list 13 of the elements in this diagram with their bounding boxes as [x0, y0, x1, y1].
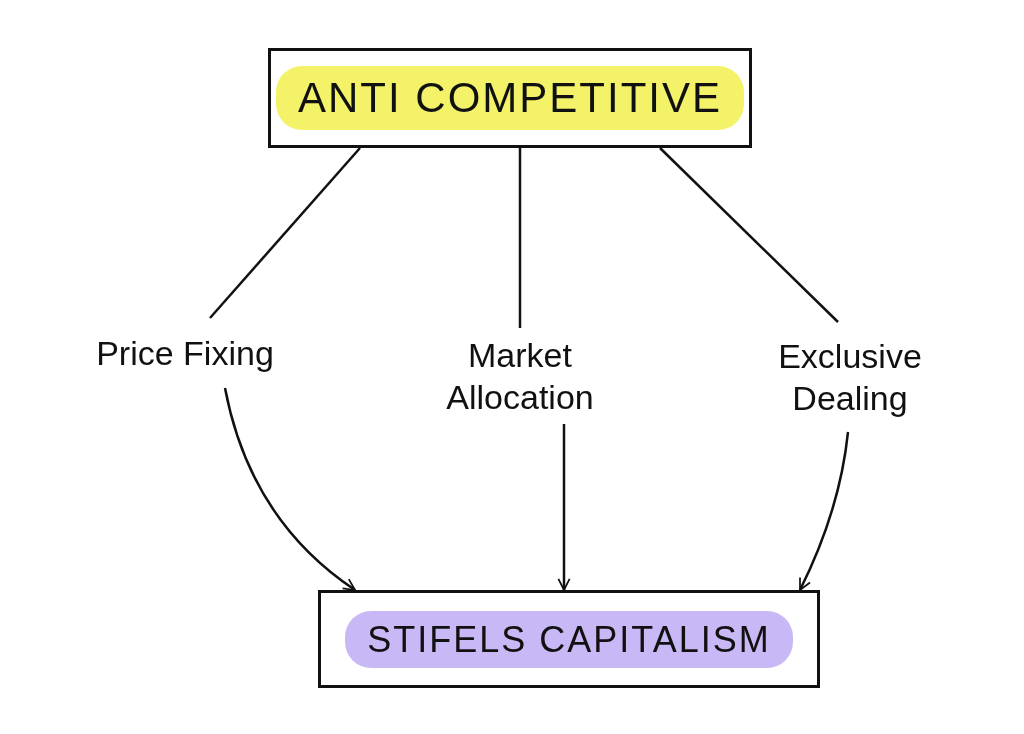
result-box [318, 590, 820, 688]
category-label: Exclusive Dealing [777, 335, 923, 419]
box-title: ANTI COMPETITIVE [276, 65, 744, 131]
box-title: STIFELS CAPITALISM [345, 610, 793, 668]
connector-line [518, 148, 522, 328]
title-box [268, 48, 752, 148]
connector-line [659, 147, 839, 323]
arrow [798, 431, 850, 591]
arrow [557, 424, 571, 591]
category-label: Market Allocation [445, 334, 595, 418]
arrow [223, 387, 356, 591]
category-label: Price Fixing [96, 332, 274, 374]
connector-line [209, 147, 361, 319]
